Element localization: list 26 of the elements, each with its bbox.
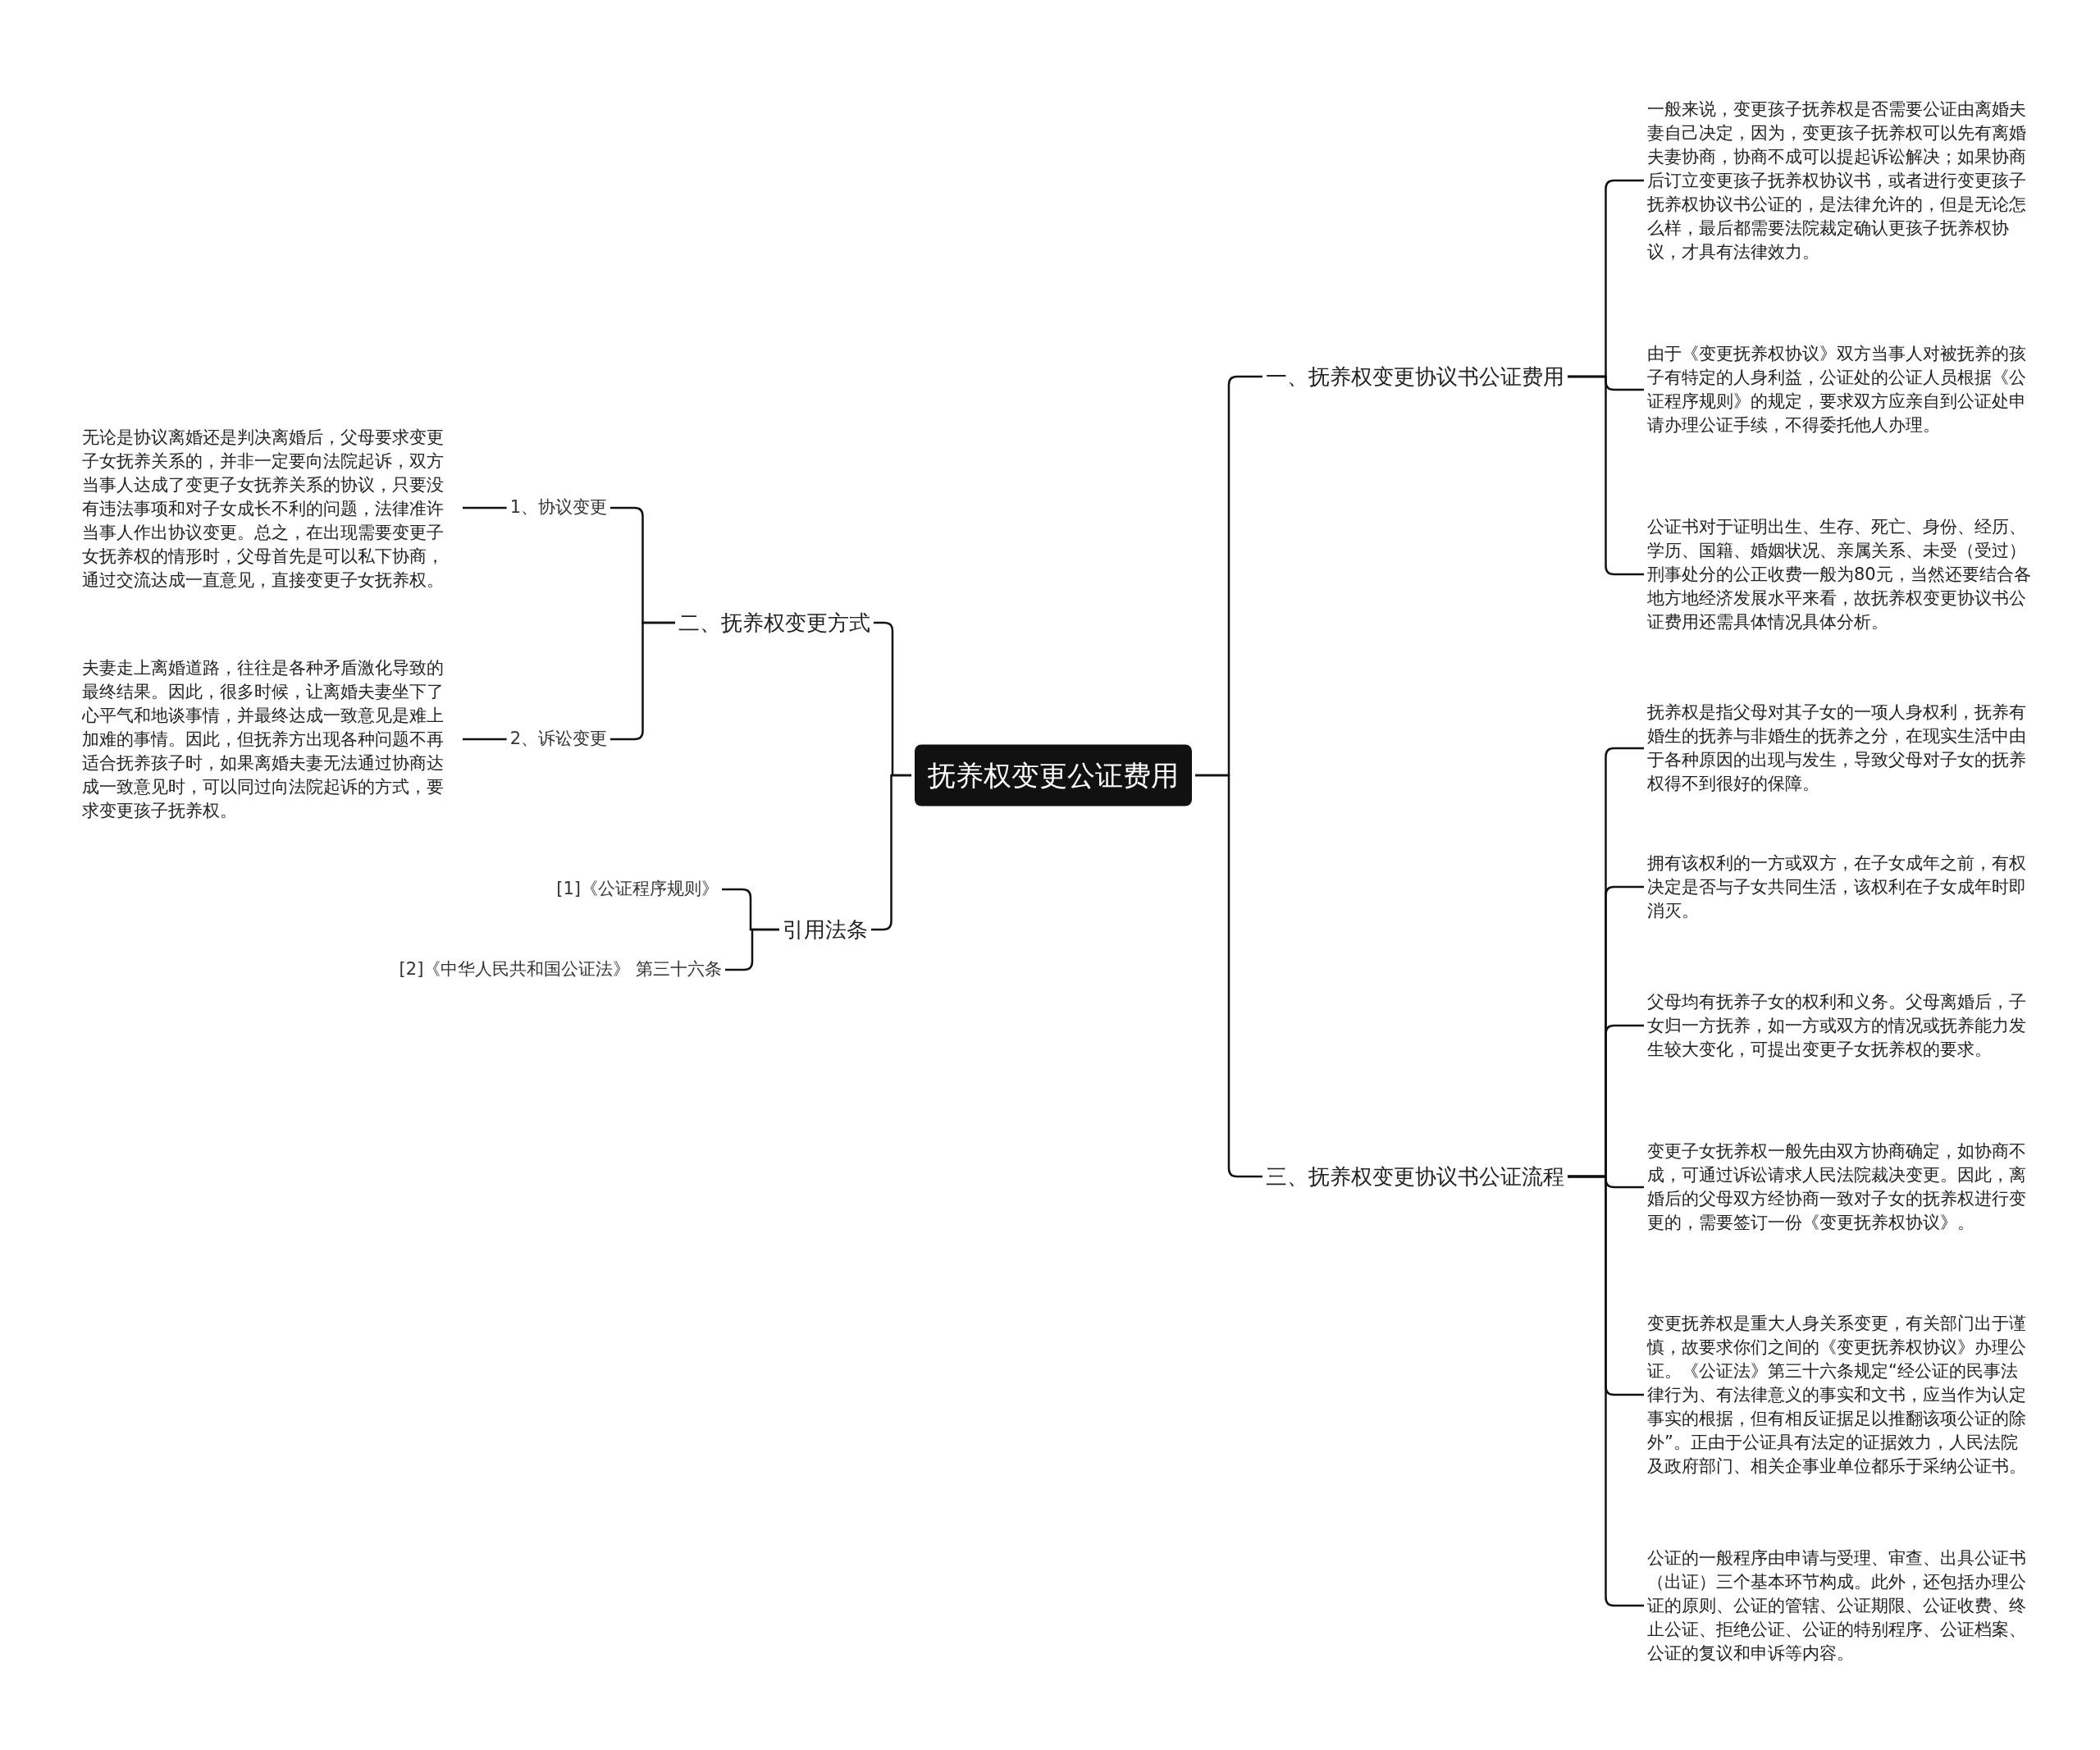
connector-line (463, 738, 507, 741)
subtopic-label: [2]《中华人民共和国公证法》 第三十六条 (399, 957, 722, 983)
connector-line (1195, 774, 1262, 1178)
paragraph-text: 夫妻走上离婚道路，往往是各种矛盾激化导致的最终结果。因此，很多时候，让离婚夫妻坐下了心平气和地谈事情，并最终达成一致意见是难上加难的事情。因此，但抚养方出现各种问题不再适合抚养孩子时，如果离婚夫妻无法通过协商达成一致意见时，可以同过向法院起诉的方式，要求变更孩子抚养权。 (82, 656, 459, 823)
paragraph-text: 公证书对于证明出生、生存、死亡、身份、经历、学历、国籍、婚姻状况、亲属关系、未受（受过）刑事处分的公正收费一般为80元，当然还要结合各地方地经济发展水平来看，故抚养权变更协议书公证费用还需具体情况具体分析。 (1647, 514, 2033, 634)
branch-topic: 引用法条 (783, 913, 868, 946)
paragraph-text: 拥有该权利的一方或双方，在子女成年之前，有权决定是否与子女共同生活，该权利在子女成年时即消灭。 (1647, 851, 2033, 923)
root-topic-box: 抚养权变更公证费用 (915, 744, 1192, 806)
branch-topic: 一、抚养权变更协议书公证费用 (1266, 360, 1564, 393)
paragraph-text: 变更子女抚养权一般先由双方协商确定，如协商不成，可通过诉讼请求人民法院裁决变更。因此，离婚后的父母双方经协商一致对子女的抚养权进行变更的，需要签订一份《变更抚养权协议》。 (1647, 1140, 2033, 1235)
paragraph-text: 由于《变更抚养权协议》双方当事人对被抚养的孩子有特定的人身利益，公证处的公证人员根据《公证程序规则》的规定，要求双方应亲自到公证处申请办理公证手续，不得委托他人办理。 (1647, 342, 2033, 437)
paragraph-text: 公证的一般程序由申请与受理、审查、出具公证书（出证）三个基本环节构成。此外，还包括办理公证的原则、公证的管辖、公证期限、公证收费、终止公证、拒绝公证、公证的特别程序、公证档案、公证的复议和申诉等内容。 (1647, 1546, 2033, 1665)
subtopic-label: [1]《公证程序规则》 (556, 876, 719, 902)
paragraph-text: 一般来说，变更孩子抚养权是否需要公证由离婚夫妻自己决定，因为，变更孩子抚养权可以先有离婚夫妻协商，协商不成可以提起诉讼解决；如果协商后订立变更孩子抚养权协议书，或者进行变更孩子抚养权协议书公证的，是法律允许的，但是无论怎么样，最后都需要法院裁定确认更孩子抚养权协议，才具有法律效力。 (1647, 97, 2033, 264)
branch-topic: 三、抚养权变更协议书公证流程 (1266, 1160, 1564, 1193)
paragraph-text: 父母均有抚养子女的权利和义务。父母离婚后，子女归一方抚养，如一方或双方的情况或抚养能力发生较大变化，可提出变更子女抚养权的要求。 (1647, 989, 2033, 1062)
paragraph-text: 无论是协议离婚还是判决离婚后，父母要求变更子女抚养关系的，并非一定要向法院起诉，双方当事人达成了变更子女抚养关系的协议，只要没有违法事项和对子女成长不利的问题，法律准许当事人作出协议变更。总之，在出现需要变更子女抚养权的情形时，父母首先是可以私下协商，通过交流达成一直意见，直接变更子女抚养权。 (82, 425, 459, 592)
subtopic-label: 2、诉讼变更 (509, 726, 607, 752)
connector-line (1568, 375, 1644, 576)
paragraph-text: 变更抚养权是重大人身关系变更，有关部门出于谨慎，故要求你们之间的《变更抚养权协议》办理公证。《公证法》第三十六条规定“经公证的民事法律行为、有法律意义的事实和文书，应当作为认定事实的根据，但有相反证据足以推翻该项公证的除外”。正由于公证具有法定的证据效力，人民法院及政府部门、相关企事业单位都乐于采纳公证书。 (1647, 1311, 2033, 1478)
connector-line (463, 506, 507, 509)
branch-topic: 二、抚养权变更方式 (678, 606, 870, 639)
connector-line (1568, 1175, 1644, 1607)
subtopic-label: 1、协议变更 (509, 495, 607, 521)
paragraph-text: 抚养权是指父母对其子女的一项人身权利，抚养有婚生的抚养与非婚生的抚养之分，在现实生活中由于各种原因的出现与发生，导致父母对子女的抚养权得不到很好的保障。 (1647, 701, 2033, 796)
connector-line (610, 621, 675, 741)
